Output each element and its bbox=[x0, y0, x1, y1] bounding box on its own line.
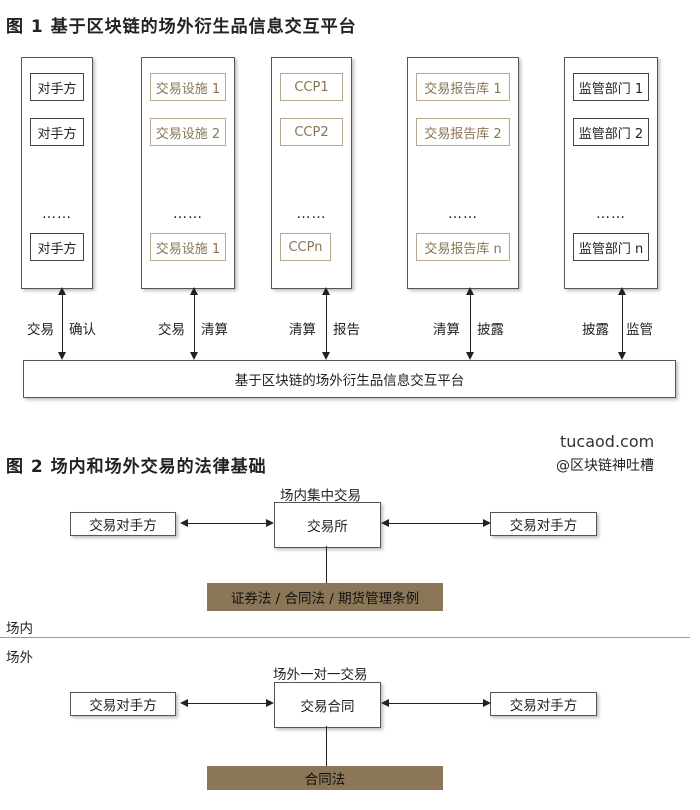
ellipsis: …… bbox=[596, 206, 626, 222]
watermark-handle: @区块链神吐槽 bbox=[556, 458, 654, 474]
column-item: 对手方 bbox=[30, 73, 84, 101]
column-trading-facility: 交易设施 1 交易设施 2 …… 交易设施 1 bbox=[141, 57, 235, 289]
column-item: 对手方 bbox=[30, 233, 84, 261]
column-item: 监管部门 1 bbox=[573, 73, 649, 101]
arrow-label: 交易 bbox=[158, 322, 185, 338]
arrow-label: 清算 bbox=[433, 322, 460, 338]
fig2-title: 图 2 场内和场外交易的法律基础 bbox=[6, 457, 267, 477]
column-item: CCP1 bbox=[280, 73, 343, 101]
column-item: CCPn bbox=[280, 233, 331, 261]
ellipsis: …… bbox=[42, 206, 72, 222]
column-item: 监管部门 n bbox=[573, 233, 649, 261]
arrow-label: 清算 bbox=[289, 322, 316, 338]
arrow-label: 披露 bbox=[477, 322, 504, 338]
column-item: 交易设施 2 bbox=[150, 118, 226, 146]
inside-caption: 场内集中交易 bbox=[280, 488, 361, 504]
watermark-site: tucaod.com bbox=[560, 432, 655, 451]
column-regulator: 监管部门 1 监管部门 2 …… 监管部门 n bbox=[564, 57, 658, 289]
column-item: 交易设施 1 bbox=[150, 233, 226, 261]
outside-right-counterparty: 交易对手方 bbox=[490, 692, 597, 716]
column-item: 交易报告库 n bbox=[416, 233, 510, 261]
outside-caption: 场外一对一交易 bbox=[273, 667, 368, 683]
section-divider bbox=[0, 637, 690, 638]
arrow-label: 监管 bbox=[626, 322, 653, 338]
column-counterparty: 对手方 对手方 …… 对手方 bbox=[21, 57, 93, 289]
column-item: 交易报告库 1 bbox=[416, 73, 510, 101]
column-item: 交易报告库 2 bbox=[416, 118, 510, 146]
ellipsis: …… bbox=[296, 206, 327, 222]
ellipsis: …… bbox=[448, 206, 478, 222]
column-item: 交易设施 1 bbox=[150, 73, 226, 101]
arrow-label: 披露 bbox=[582, 322, 609, 338]
column-item: CCP2 bbox=[280, 118, 343, 146]
exchange-box: 交易所 bbox=[274, 502, 381, 548]
blockchain-platform-box: 基于区块链的场外衍生品信息交互平台 bbox=[23, 360, 676, 398]
arrow-label: 交易 bbox=[27, 322, 54, 338]
connector-line bbox=[326, 546, 328, 583]
ellipsis: …… bbox=[173, 206, 203, 222]
contract-box: 交易合同 bbox=[274, 682, 381, 728]
inside-left-counterparty: 交易对手方 bbox=[70, 512, 176, 536]
fig1-title: 图 1 基于区块链的场外衍生品信息交互平台 bbox=[6, 17, 357, 37]
column-ccp: CCP1 CCP2 …… CCPn bbox=[271, 57, 352, 289]
column-item: 监管部门 2 bbox=[573, 118, 649, 146]
inside-right-counterparty: 交易对手方 bbox=[490, 512, 597, 536]
section-label-inside: 场内 bbox=[6, 621, 33, 637]
arrow-label: 确认 bbox=[69, 322, 96, 338]
section-label-outside: 场外 bbox=[6, 650, 33, 666]
arrow-label: 报告 bbox=[333, 322, 360, 338]
outside-law-bar: 合同法 bbox=[207, 766, 443, 790]
inside-law-bar: 证券法 / 合同法 / 期货管理条例 bbox=[207, 583, 443, 611]
arrow-label: 清算 bbox=[201, 322, 228, 338]
connector-line bbox=[326, 726, 328, 766]
outside-left-counterparty: 交易对手方 bbox=[70, 692, 176, 716]
column-trade-repository: 交易报告库 1 交易报告库 2 …… 交易报告库 n bbox=[407, 57, 519, 289]
column-item: 对手方 bbox=[30, 118, 84, 146]
